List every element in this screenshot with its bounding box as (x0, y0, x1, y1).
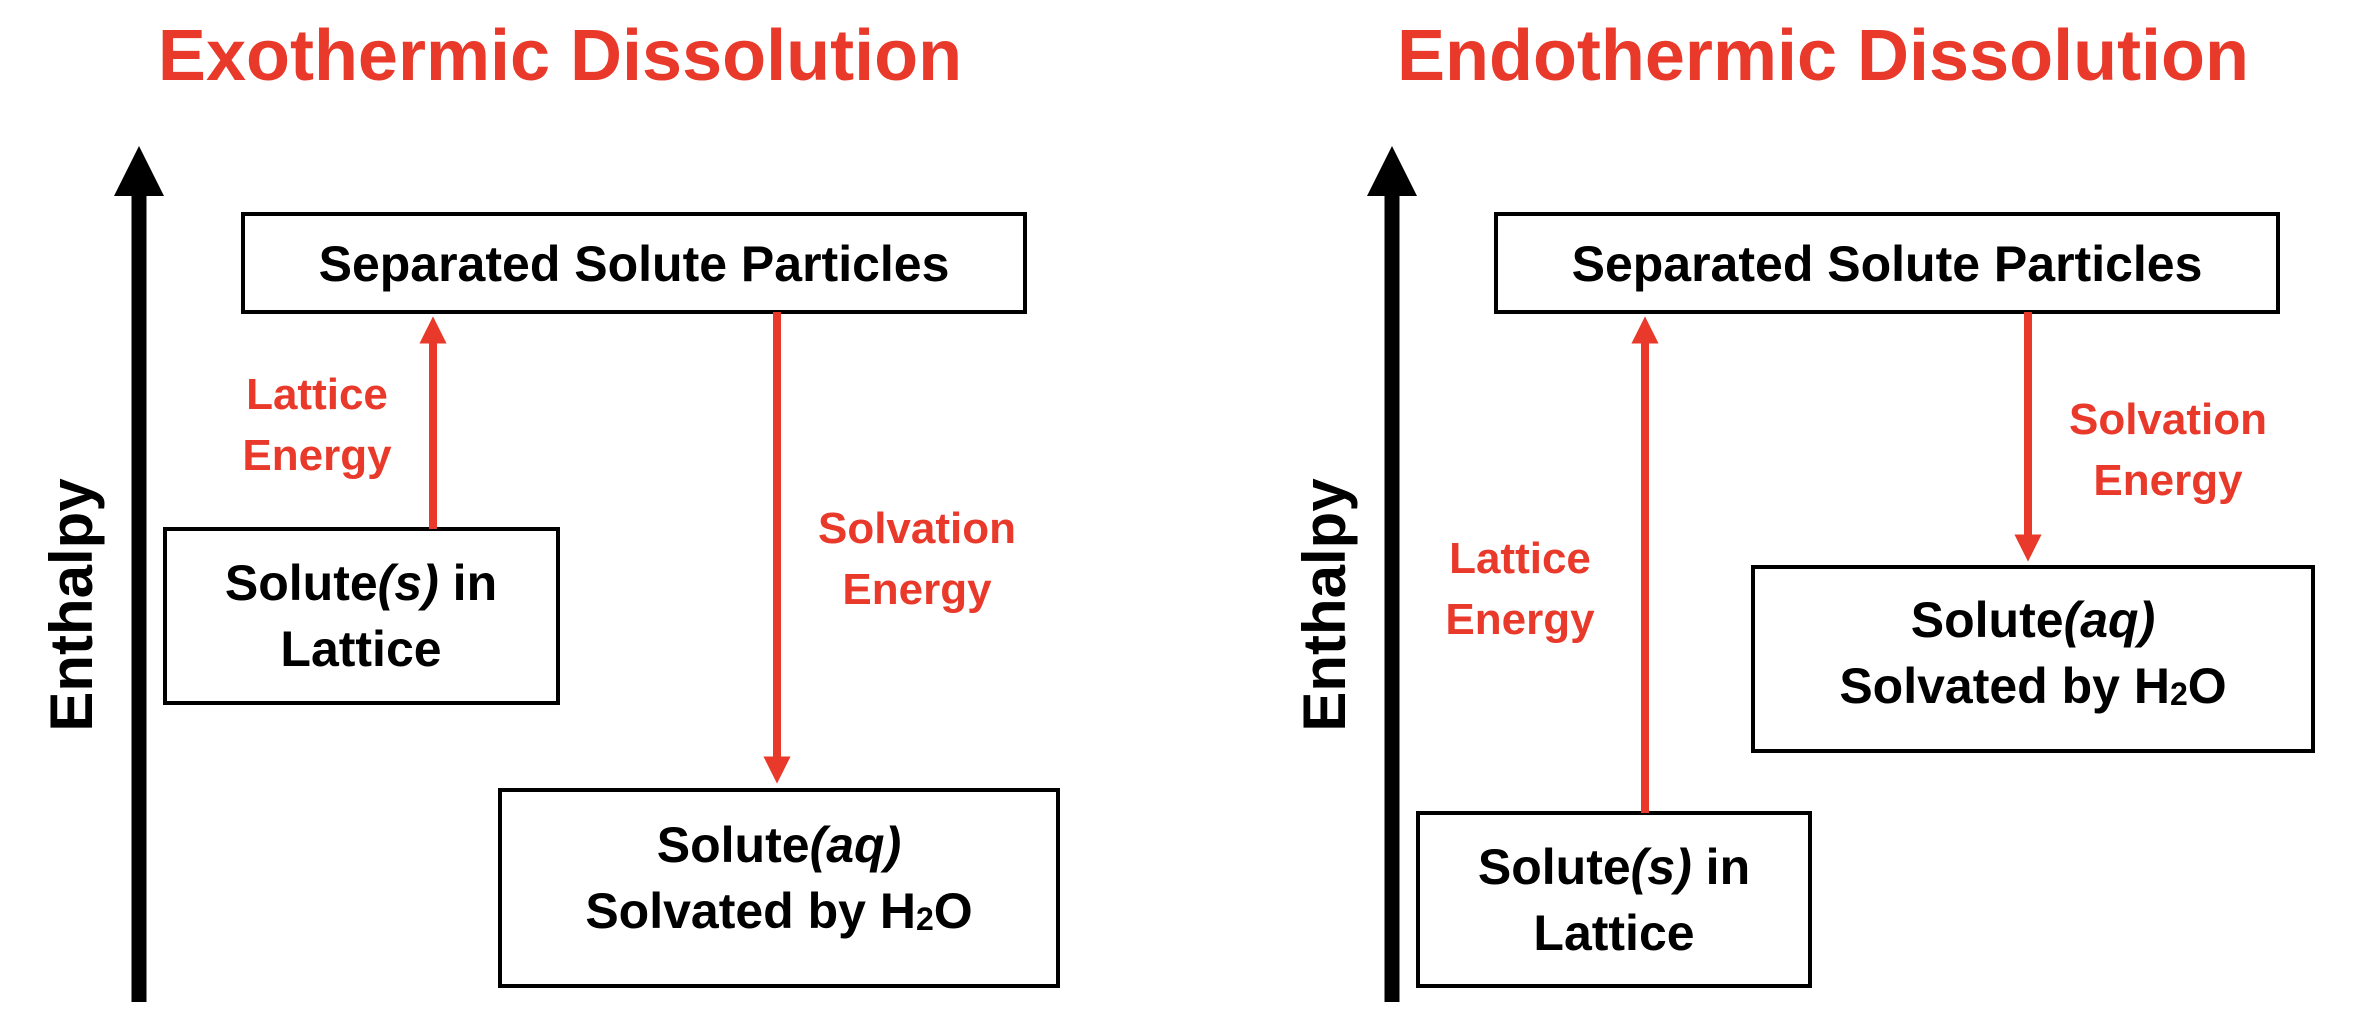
endothermic-separated-box (1494, 212, 2280, 314)
endothermic-solvated-box (1751, 565, 2315, 753)
exothermic-lattice-energy-label-line2: Energy (242, 431, 392, 480)
exothermic-separated-box (241, 212, 1027, 314)
endothermic-solvation-energy-label-line1: Solvation (2069, 395, 2267, 444)
exothermic-solvated-box-line2: Solvated by H2O (585, 883, 972, 939)
exothermic-lattice-energy-label-line1: Lattice (246, 370, 388, 419)
exothermic-enthalpy-axis (114, 146, 164, 1002)
endothermic-lattice-box (1416, 811, 1812, 988)
endothermic-title: Endothermic Dissolution (1397, 16, 2249, 96)
endothermic-panel: Endothermic Dissolution Enthalpy Separat… (1291, 16, 2315, 1002)
endothermic-solvated-box-line2: Solvated by H2O (1839, 658, 2226, 714)
endothermic-separated-label: Separated Solute Particles (1572, 236, 2203, 292)
exothermic-solvated-box (498, 788, 1060, 988)
exothermic-lattice-box-line2: Lattice (280, 621, 441, 677)
endothermic-enthalpy-axis (1367, 146, 1417, 1002)
exothermic-axis-label: Enthalpy (38, 478, 105, 732)
endothermic-axis-label: Enthalpy (1291, 478, 1358, 732)
endothermic-axis-arrowhead (1367, 146, 1417, 196)
exothermic-solvation-energy-label-line2: Energy (842, 565, 992, 614)
endothermic-lattice-box-line2: Lattice (1533, 905, 1694, 961)
exothermic-solvation-energy-label-line1: Solvation (818, 504, 1016, 553)
exothermic-title: Exothermic Dissolution (158, 16, 962, 96)
exothermic-axis-arrowhead (114, 146, 164, 196)
endothermic-lattice-energy-label-line1: Lattice (1449, 534, 1591, 583)
endothermic-solvated-box-line1: Solute(aq) (1911, 592, 2155, 648)
exothermic-lattice-box-line1: Solute(s) in (225, 555, 497, 611)
exothermic-solvated-box-line1: Solute(aq) (657, 817, 901, 873)
exothermic-panel: Exothermic Dissolution Enthalpy Separate… (38, 16, 1060, 1002)
endothermic-lattice-energy-label-line2: Energy (1445, 595, 1595, 644)
endothermic-solvation-energy-label-line2: Energy (2093, 456, 2243, 505)
exothermic-lattice-box (163, 527, 560, 705)
exothermic-separated-label: Separated Solute Particles (319, 236, 950, 292)
endothermic-lattice-box-line1: Solute(s) in (1478, 839, 1750, 895)
